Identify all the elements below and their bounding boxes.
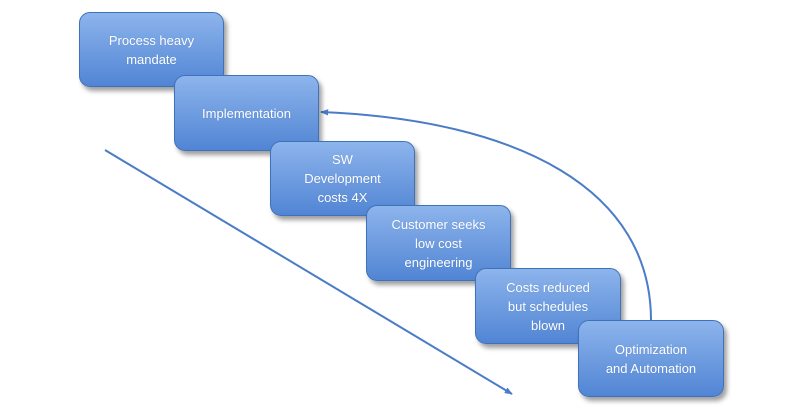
downward-trend-arrow — [104, 149, 513, 395]
step-sw-development-costs: SW Development costs 4X — [270, 141, 415, 216]
step-process-heavy-mandate: Process heavy mandate — [79, 12, 224, 87]
step-implementation: Implementation — [174, 75, 319, 151]
step-optimization-automation: Optimization and Automation — [578, 320, 724, 397]
feedback-loop-arrow — [320, 109, 653, 323]
